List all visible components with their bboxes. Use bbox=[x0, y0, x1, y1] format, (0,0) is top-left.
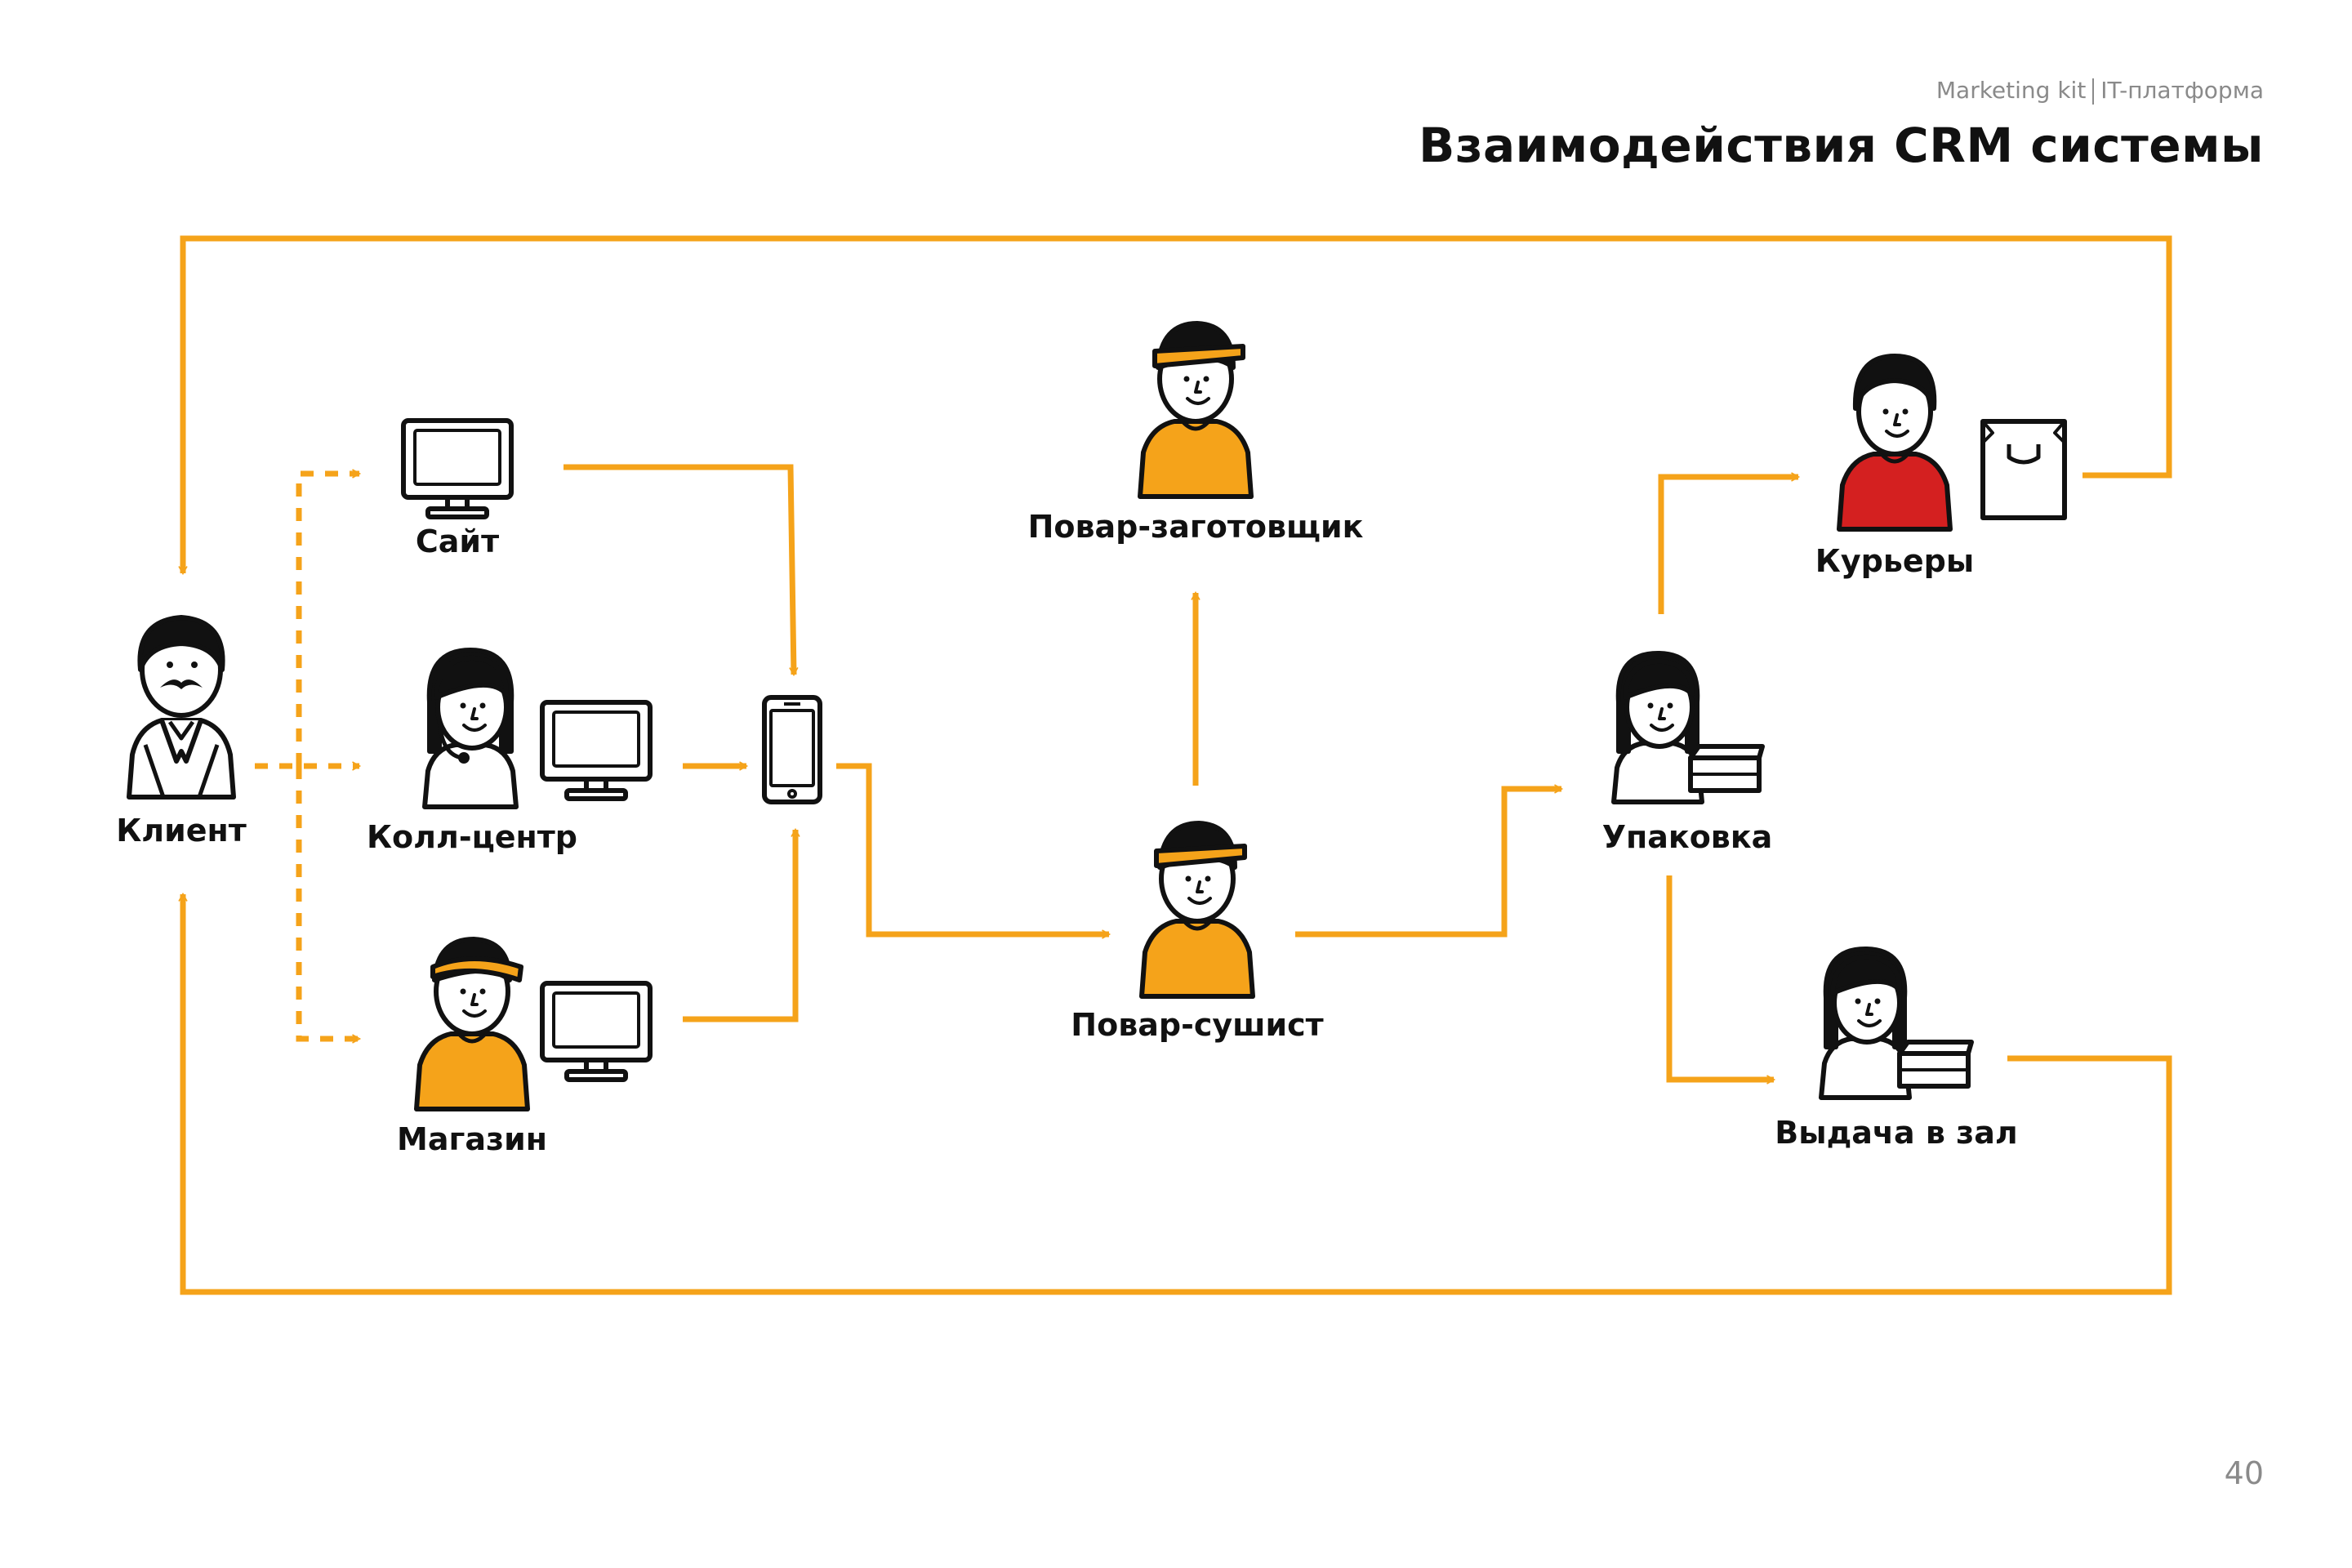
client-channels-dashed bbox=[255, 469, 362, 1044]
monitor-icon bbox=[540, 981, 653, 1082]
kicker-section: IT-платформа bbox=[2100, 77, 2264, 104]
box-icon bbox=[1688, 744, 1765, 793]
kicker-separator bbox=[2092, 78, 2095, 105]
site-label: Сайт bbox=[416, 523, 499, 559]
box-icon bbox=[1897, 1040, 1974, 1089]
delivery-bag-icon bbox=[1980, 419, 2067, 520]
edge-sushi-to-packing bbox=[1295, 784, 1564, 938]
callcenter-node: Колл-центр bbox=[367, 648, 653, 855]
smartphone-icon bbox=[762, 695, 822, 804]
monitor-icon bbox=[540, 700, 653, 801]
header-kicker: Marketing kit IT-платформа bbox=[1936, 77, 2264, 105]
courier-icon bbox=[1837, 354, 1953, 532]
page-title: Взаимодействия CRM системы bbox=[1419, 118, 2264, 173]
hall-server-icon bbox=[1819, 947, 1912, 1100]
packing-node: Упаковка bbox=[1602, 651, 1773, 855]
edge-site-to-phone bbox=[564, 464, 799, 677]
couriers-label: Курьеры bbox=[1815, 543, 1974, 579]
kicker-brand: Marketing kit bbox=[1936, 77, 2087, 104]
edge-client-to-shop bbox=[296, 766, 362, 1044]
page-number: 40 bbox=[2224, 1455, 2264, 1491]
edge-shop-to-phone bbox=[683, 827, 800, 1022]
sushi-cook-label: Повар-сушист bbox=[1071, 1007, 1323, 1043]
callcenter-operator-icon bbox=[422, 648, 519, 809]
client-person-icon bbox=[127, 615, 236, 800]
packer-icon bbox=[1611, 651, 1704, 804]
shop-label: Магазин bbox=[397, 1121, 547, 1157]
edge-packing-to-couriers bbox=[1658, 472, 1801, 614]
site-node: Сайт bbox=[401, 418, 514, 559]
prep-cook-node: Повар-заготовщик bbox=[1028, 321, 1364, 545]
hall-node: Выдача в зал bbox=[1775, 947, 2018, 1151]
client-node: Клиент bbox=[116, 615, 247, 849]
edge-hall-to-client bbox=[178, 892, 2172, 1295]
hall-label: Выдача в зал bbox=[1775, 1115, 2017, 1151]
shop-node: Магазин bbox=[397, 937, 653, 1157]
edge-couriers-to-client bbox=[178, 235, 2172, 576]
connectors bbox=[178, 235, 2172, 1295]
shop-seller-icon bbox=[414, 937, 530, 1111]
sushi-cook-icon bbox=[1139, 821, 1255, 999]
client-label: Клиент bbox=[116, 813, 247, 849]
callcenter-label: Колл-центр bbox=[367, 819, 577, 855]
couriers-node: Курьеры bbox=[1815, 354, 2067, 579]
monitor-icon bbox=[401, 418, 514, 519]
sushi-cook-node: Повар-сушист bbox=[1071, 821, 1324, 1043]
edge-packing-to-hall bbox=[1666, 875, 1776, 1085]
prep-cook-label: Повар-заготовщик bbox=[1028, 509, 1364, 545]
packing-label: Упаковка bbox=[1602, 819, 1773, 855]
edge-phone-to-sushi-cook bbox=[836, 763, 1111, 939]
prep-cook-icon bbox=[1138, 321, 1254, 499]
edge-client-to-site bbox=[296, 469, 362, 766]
